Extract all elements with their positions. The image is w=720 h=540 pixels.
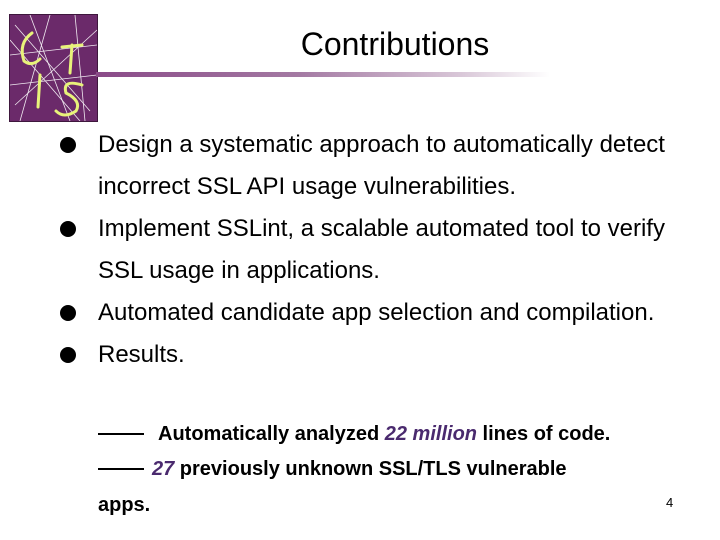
dash-icon bbox=[98, 467, 144, 470]
result-line-wrap: apps. bbox=[98, 491, 708, 519]
bullet-text: Implement SSLint, a scalable automated t… bbox=[98, 215, 665, 284]
result-highlight: 27 bbox=[152, 458, 175, 480]
result-text: Automatically analyzed bbox=[158, 423, 385, 445]
bullet-text: Automated candidate app selection and co… bbox=[98, 299, 655, 326]
bullet-text: Design a systematic approach to automati… bbox=[98, 131, 665, 200]
bullet-text: Results. bbox=[98, 341, 185, 368]
bullet-item: Automated candidate app selection and co… bbox=[60, 292, 700, 334]
logo-letter-s bbox=[54, 81, 84, 117]
title-underline bbox=[96, 72, 550, 77]
slide-title: Contributions bbox=[300, 26, 490, 62]
dash-icon bbox=[98, 432, 144, 435]
logo-letter-c bbox=[20, 31, 42, 66]
bullet-item: Results. bbox=[60, 334, 700, 376]
logo-graphic bbox=[10, 15, 97, 121]
bullet-list: Design a systematic approach to automati… bbox=[60, 124, 700, 376]
result-highlight: 22 million bbox=[384, 423, 477, 445]
result-line: 27 previously unknown SSL/TLS vulnerable bbox=[98, 455, 708, 483]
result-text: apps. bbox=[98, 494, 151, 516]
bullet-dot-icon bbox=[60, 137, 76, 153]
logo bbox=[9, 14, 98, 122]
logo-letter-t bbox=[60, 43, 84, 75]
result-line: Automatically analyzed 22 million lines … bbox=[98, 420, 708, 448]
bullet-item: Design a systematic approach to automati… bbox=[60, 124, 700, 208]
bullet-dot-icon bbox=[60, 305, 76, 321]
logo-letter-i bbox=[36, 73, 42, 109]
result-text: lines of code. bbox=[477, 423, 611, 445]
bullet-dot-icon bbox=[60, 347, 76, 363]
page-number: 4 bbox=[666, 495, 674, 510]
result-text: previously unknown SSL/TLS vulnerable bbox=[174, 458, 567, 480]
bullet-dot-icon bbox=[60, 221, 76, 237]
bullet-item: Implement SSLint, a scalable automated t… bbox=[60, 208, 700, 292]
